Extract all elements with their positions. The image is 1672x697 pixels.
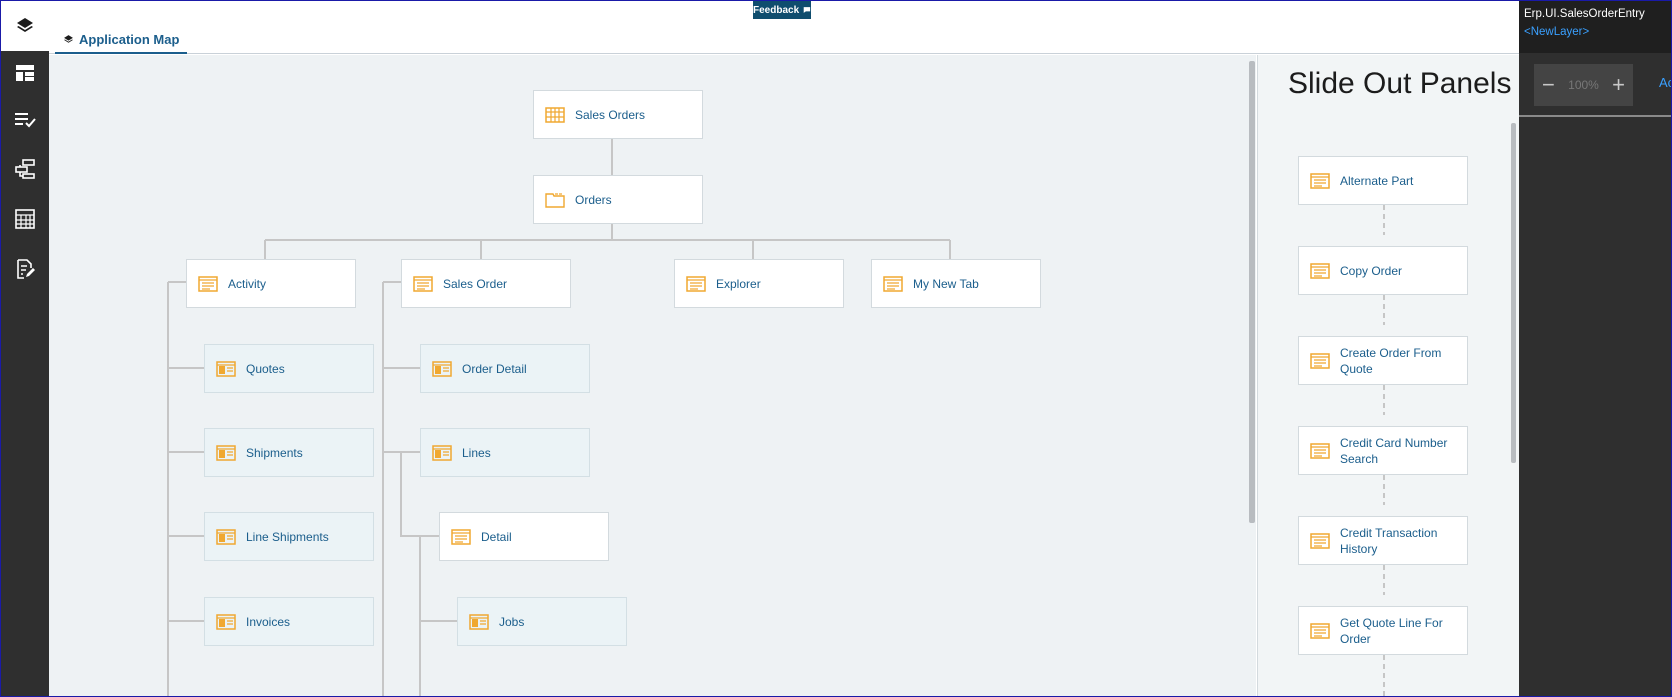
card-icon xyxy=(216,613,236,630)
node-invoices[interactable]: Invoices xyxy=(204,597,374,646)
node-label: Activity xyxy=(228,276,267,291)
panel-icon xyxy=(1310,442,1330,459)
node-shipments[interactable]: Shipments xyxy=(204,428,374,477)
slide-panel-get-quote-line-for-order[interactable]: Get Quote Line For Order xyxy=(1298,606,1468,655)
panel-icon xyxy=(1310,532,1330,549)
zoom-out-button[interactable]: − xyxy=(1542,72,1555,97)
rail-edit-button[interactable] xyxy=(1,249,49,289)
card-icon xyxy=(216,444,236,461)
zoom-in-button[interactable]: + xyxy=(1612,72,1625,97)
node-label: Explorer xyxy=(716,276,761,291)
slide-scrollbar[interactable] xyxy=(1511,123,1516,463)
slide-panel-label: Credit Card Number Search xyxy=(1340,435,1448,466)
zoom-value: 100% xyxy=(1568,78,1599,92)
right-panel-header: Erp.UI.SalesOrderEntry <NewLayer> xyxy=(1519,1,1671,53)
rail-grid-button[interactable] xyxy=(1,199,49,239)
panel-icon xyxy=(1310,352,1330,369)
tab-application-map[interactable]: Application Map xyxy=(55,27,188,54)
panel-icon xyxy=(1310,172,1330,189)
card-icon xyxy=(432,444,452,461)
add-link[interactable]: Ac xyxy=(1659,75,1671,90)
slide-out-title: Slide Out Panels xyxy=(1288,67,1512,100)
node-jobs[interactable]: Jobs xyxy=(457,597,627,646)
chat-icon xyxy=(803,7,811,13)
node-label: Sales Order xyxy=(443,276,508,291)
checklist-icon xyxy=(15,113,36,128)
feedback-label: Feedback xyxy=(753,4,800,16)
node-label: My New Tab xyxy=(913,276,979,291)
rail-hierarchy-button[interactable] xyxy=(1,149,49,189)
slide-panel-alternate-part[interactable]: Alternate Part xyxy=(1298,156,1468,205)
grid-icon xyxy=(15,209,35,229)
slide-panel-label: Get Quote Line For Order xyxy=(1340,615,1443,646)
node-detail[interactable]: Detail xyxy=(439,512,609,561)
slide-panel-label: Copy Order xyxy=(1340,263,1403,278)
node-label: Invoices xyxy=(246,614,291,629)
layers-logo[interactable] xyxy=(1,1,49,51)
top-header: Application Map Feedback xyxy=(49,1,1519,54)
panel-icon xyxy=(883,275,903,292)
node-lines[interactable]: Lines xyxy=(420,428,590,477)
node-label: Lines xyxy=(462,445,491,460)
layout-icon xyxy=(16,65,34,81)
zoom-control: − 100% + xyxy=(1534,64,1633,106)
node-label: Order Detail xyxy=(462,361,527,376)
layers-icon xyxy=(17,18,33,32)
node-my-new-tab[interactable]: My New Tab xyxy=(871,259,1041,308)
slide-panel-label: Credit Transaction History xyxy=(1340,525,1438,556)
node-quotes[interactable]: Quotes xyxy=(204,344,374,393)
panel-icon xyxy=(451,528,471,545)
slide-panel-label: Alternate Part xyxy=(1340,173,1414,188)
node-label: Line Shipments xyxy=(246,529,329,544)
node-label: Sales Orders xyxy=(575,107,646,122)
node-sales-order[interactable]: Sales Order xyxy=(401,259,571,308)
application-map-canvas[interactable]: Sales Orders Orders Activity Sales Order… xyxy=(49,55,1256,696)
node-label: Orders xyxy=(575,192,612,207)
rail-layout-button[interactable] xyxy=(1,53,49,93)
right-properties-panel: Erp.UI.SalesOrderEntry <NewLayer> − 100%… xyxy=(1519,1,1671,696)
feedback-button[interactable]: Feedback xyxy=(753,1,811,19)
edit-document-icon xyxy=(17,259,35,279)
node-label: Quotes xyxy=(246,361,285,376)
rail-checklist-button[interactable] xyxy=(1,99,49,139)
node-orders[interactable]: Orders xyxy=(533,175,703,224)
folder-icon xyxy=(545,191,565,208)
panel-icon xyxy=(413,275,433,292)
panel-icon xyxy=(1310,622,1330,639)
form-name: Erp.UI.SalesOrderEntry xyxy=(1524,8,1645,20)
card-icon xyxy=(216,528,236,545)
layers-icon xyxy=(64,35,73,43)
node-explorer[interactable]: Explorer xyxy=(674,259,844,308)
node-activity[interactable]: Activity xyxy=(186,259,356,308)
slide-panel-label: Create Order From Quote xyxy=(1340,345,1442,376)
hierarchy-icon xyxy=(15,159,35,179)
card-icon xyxy=(216,360,236,377)
grid-table-icon xyxy=(545,106,565,123)
slide-panel-create-order-from-quote[interactable]: Create Order From Quote xyxy=(1298,336,1468,385)
slide-panel-credit-card-number-search[interactable]: Credit Card Number Search xyxy=(1298,426,1468,475)
node-label: Shipments xyxy=(246,445,303,460)
slide-panel-credit-transaction-history[interactable]: Credit Transaction History xyxy=(1298,516,1468,565)
slide-panel-copy-order[interactable]: Copy Order xyxy=(1298,246,1468,295)
canvas-scrollbar[interactable] xyxy=(1249,61,1255,523)
tab-label: Application Map xyxy=(79,32,180,47)
divider xyxy=(1519,115,1671,117)
node-label: Detail xyxy=(481,529,512,544)
card-icon xyxy=(469,613,489,630)
panel-icon xyxy=(686,275,706,292)
node-order-detail[interactable]: Order Detail xyxy=(420,344,590,393)
node-label: Jobs xyxy=(499,614,525,629)
panel-icon xyxy=(198,275,218,292)
node-sales-orders[interactable]: Sales Orders xyxy=(533,90,703,139)
connector-lines xyxy=(167,137,951,696)
left-rail xyxy=(1,1,49,696)
panel-icon xyxy=(1310,262,1330,279)
card-icon xyxy=(432,360,452,377)
node-line-shipments[interactable]: Line Shipments xyxy=(204,512,374,561)
layer-name-link[interactable]: <NewLayer> xyxy=(1524,26,1590,38)
